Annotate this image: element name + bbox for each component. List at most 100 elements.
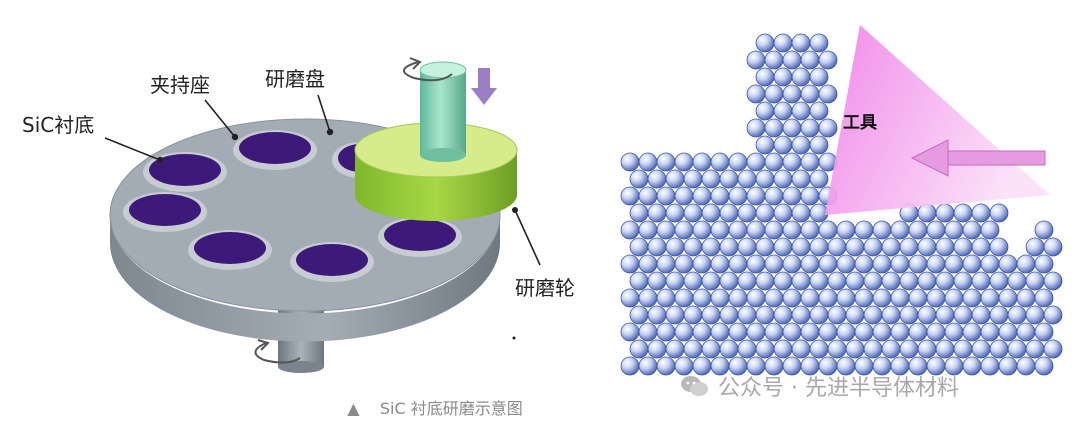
watermark: 公众号 · 先进半导体材料 [680, 372, 959, 401]
particle [1016, 254, 1036, 274]
particle [881, 339, 901, 359]
particle [818, 50, 838, 70]
particle [782, 186, 802, 206]
particle [791, 67, 811, 87]
figure-caption: ▲ SiC 衬底研磨示意图 [0, 395, 870, 419]
particle [890, 288, 910, 308]
particle [755, 237, 775, 257]
particle [692, 288, 712, 308]
particle [746, 322, 766, 342]
particle [836, 322, 856, 342]
particle [809, 339, 829, 359]
particle [773, 101, 793, 121]
particle [647, 169, 667, 189]
grinding-machine-diagram: SiC衬底 夹持座 研磨盘 研磨轮 [22, 57, 575, 373]
particle [656, 220, 676, 240]
particle [764, 50, 784, 70]
particle [764, 288, 784, 308]
particle [629, 271, 649, 291]
particle [683, 339, 703, 359]
particle [737, 169, 757, 189]
particle [917, 305, 937, 325]
particle [710, 254, 730, 274]
particle [647, 339, 667, 359]
particle [755, 203, 775, 223]
particle [908, 288, 928, 308]
particle [764, 152, 784, 172]
particle [737, 339, 757, 359]
particle [818, 118, 838, 138]
particle [863, 305, 883, 325]
particle [755, 339, 775, 359]
particle [917, 237, 937, 257]
particle [827, 237, 847, 257]
particle [674, 254, 694, 274]
particle [755, 101, 775, 121]
wafer [233, 130, 317, 170]
particle [791, 135, 811, 155]
particle [1034, 288, 1054, 308]
particle [800, 84, 820, 104]
particle [692, 220, 712, 240]
particle [944, 322, 964, 342]
particle [674, 186, 694, 206]
particle [953, 237, 973, 257]
particle [782, 220, 802, 240]
particle [962, 220, 982, 240]
particle [917, 339, 937, 359]
particle [872, 254, 892, 274]
particle [782, 118, 802, 138]
particle [989, 271, 1009, 291]
particle [710, 288, 730, 308]
label-tool: 工具 [843, 113, 877, 133]
particle [710, 152, 730, 172]
particle [1034, 220, 1054, 240]
particle [782, 50, 802, 70]
particle [1016, 288, 1036, 308]
particle [620, 288, 640, 308]
particle [629, 169, 649, 189]
particle [818, 220, 838, 240]
particle [629, 339, 649, 359]
particle [719, 237, 739, 257]
particle [719, 305, 739, 325]
wafer [290, 242, 374, 282]
particle [782, 322, 802, 342]
particle [818, 84, 838, 104]
particle [665, 305, 685, 325]
particle [674, 152, 694, 172]
particle [620, 356, 640, 376]
particle [872, 220, 892, 240]
particle [701, 203, 721, 223]
particle [665, 169, 685, 189]
spindle-rotation-arrow-icon [403, 57, 453, 82]
particle [638, 186, 658, 206]
particle [908, 322, 928, 342]
particle [845, 305, 865, 325]
particle [665, 203, 685, 223]
particle [863, 339, 883, 359]
particle [818, 254, 838, 274]
particle [944, 288, 964, 308]
particle [773, 203, 793, 223]
particle [701, 339, 721, 359]
bottom-rotation-arrow-icon [254, 339, 301, 364]
particle [845, 271, 865, 291]
particle [782, 288, 802, 308]
particle [737, 305, 757, 325]
particle [647, 237, 667, 257]
particle [746, 288, 766, 308]
particle [674, 322, 694, 342]
particle [818, 288, 838, 308]
particle [854, 288, 874, 308]
particle [638, 356, 658, 376]
particle [755, 33, 775, 53]
particle [746, 50, 766, 70]
particle [944, 220, 964, 240]
particle [980, 356, 1000, 376]
particle [980, 288, 1000, 308]
particle [962, 322, 982, 342]
particle [827, 271, 847, 291]
particle [809, 305, 829, 325]
